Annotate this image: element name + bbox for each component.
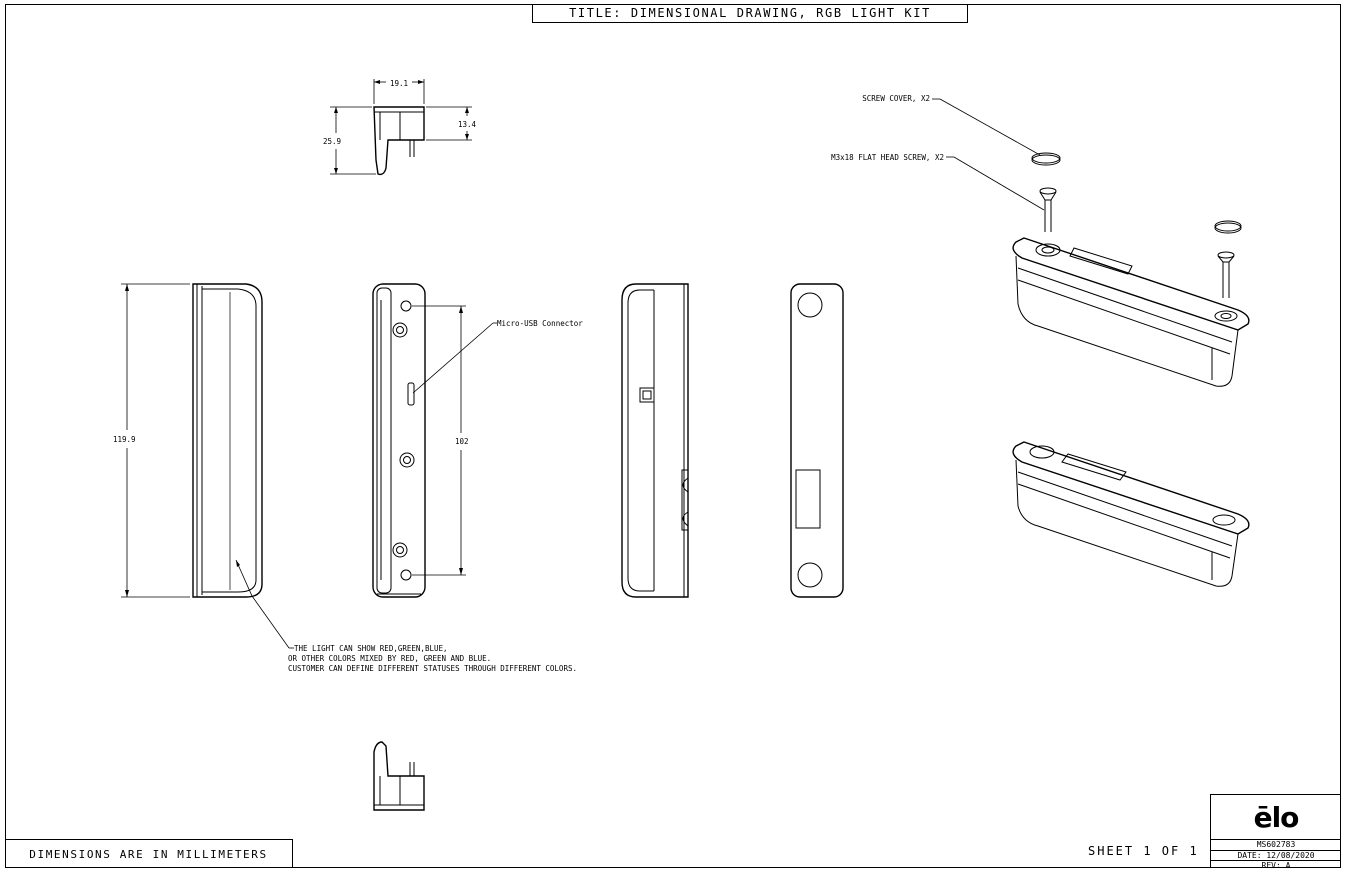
dim-top-height-total: 25.9 — [323, 137, 341, 146]
callout-screw-cover: SCREW COVER, X2 — [862, 94, 930, 103]
front-view — [121, 283, 290, 649]
back-view — [372, 283, 497, 598]
sheet-number: SHEET 1 OF 1 — [1088, 844, 1199, 858]
callout-micro-usb: Micro-USB Connector — [497, 319, 583, 328]
drawing-title: TITLE: DIMENSIONAL DRAWING, RGB LIGHT KI… — [532, 4, 968, 23]
side-profile-view — [330, 79, 472, 176]
dimensions-note: DIMENSIONS ARE IN MILLIMETERS — [5, 839, 293, 868]
elo-logo: ēlo — [1253, 800, 1300, 834]
callout-flat-head-screw: M3x18 FLAT HEAD SCREW, X2 — [831, 153, 944, 162]
light-note-line-2: OR OTHER COLORS MIXED BY RED, GREEN AND … — [288, 654, 491, 663]
side-view — [621, 283, 689, 598]
title-block: ēlo MS602783 DATE: 12/08/2020 REV: A — [1210, 794, 1341, 871]
drawing-date: DATE: 12/08/2020 — [1211, 849, 1341, 861]
light-note-line-3: CUSTOMER CAN DEFINE DIFFERENT STATUSES T… — [288, 664, 577, 673]
base-view — [790, 283, 844, 598]
part-number: MS602783 — [1211, 839, 1341, 850]
small-side-profile-view — [373, 741, 425, 811]
dim-hole-spacing: 102 — [455, 437, 469, 446]
drawing-sheet-border — [5, 4, 1341, 868]
isometric-exploded-view — [932, 98, 1250, 587]
revision: REV: A — [1211, 860, 1341, 871]
light-note-line-1: THE LIGHT CAN SHOW RED,GREEN,BLUE, — [294, 644, 448, 653]
dim-overall-length: 119.9 — [113, 435, 136, 444]
dim-top-width: 19.1 — [390, 79, 408, 88]
dim-top-height-partial: 13.4 — [458, 120, 477, 129]
